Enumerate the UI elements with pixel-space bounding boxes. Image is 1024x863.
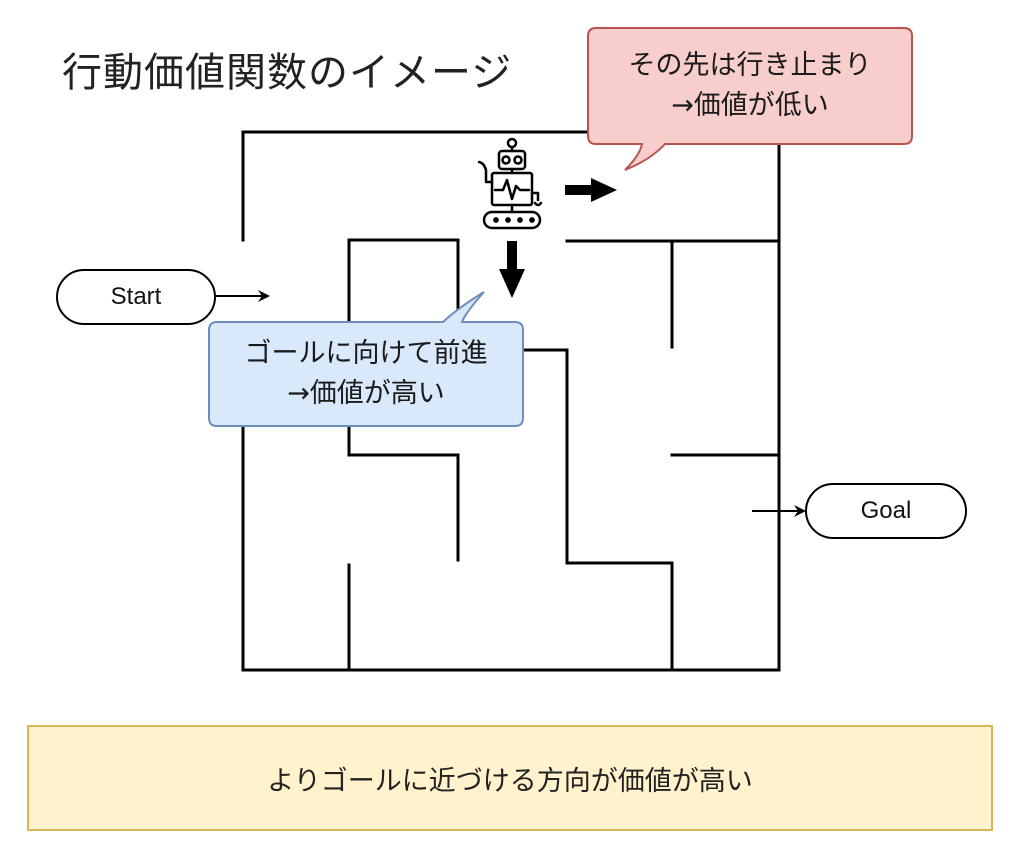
forward-bubble [208,291,524,427]
forward-bubble-text: ゴールに向けて前進 →価値が高い [209,334,523,414]
maze-wall [347,426,460,562]
summary-text: よりゴールに近づける方向が価値が高い [267,765,753,797]
summary-box: よりゴールに近づける方向が価値が高い [27,725,993,831]
maze-wall [241,130,781,672]
robot-icon [477,137,543,230]
diagram-title: 行動価値関数のイメージ [62,50,513,96]
maze-wall [523,348,674,672]
arrow-down-icon [499,241,525,298]
dead-end-line2: →価値が低い [671,90,829,121]
forward-line1: ゴールに向けて前進 [244,338,488,369]
dead-end-bubble-text: その先は行き止まり →価値が低い [588,46,912,126]
dead-end-bubble [587,27,913,171]
dead-end-line1: その先は行き止まり [628,50,872,81]
arrow-right-icon [565,178,617,202]
forward-line2: →価値が高い [287,378,445,409]
start-node: Start [56,269,216,325]
goal-node: Goal [805,483,967,539]
maze-walls [241,130,781,672]
maze-wall [347,238,460,320]
